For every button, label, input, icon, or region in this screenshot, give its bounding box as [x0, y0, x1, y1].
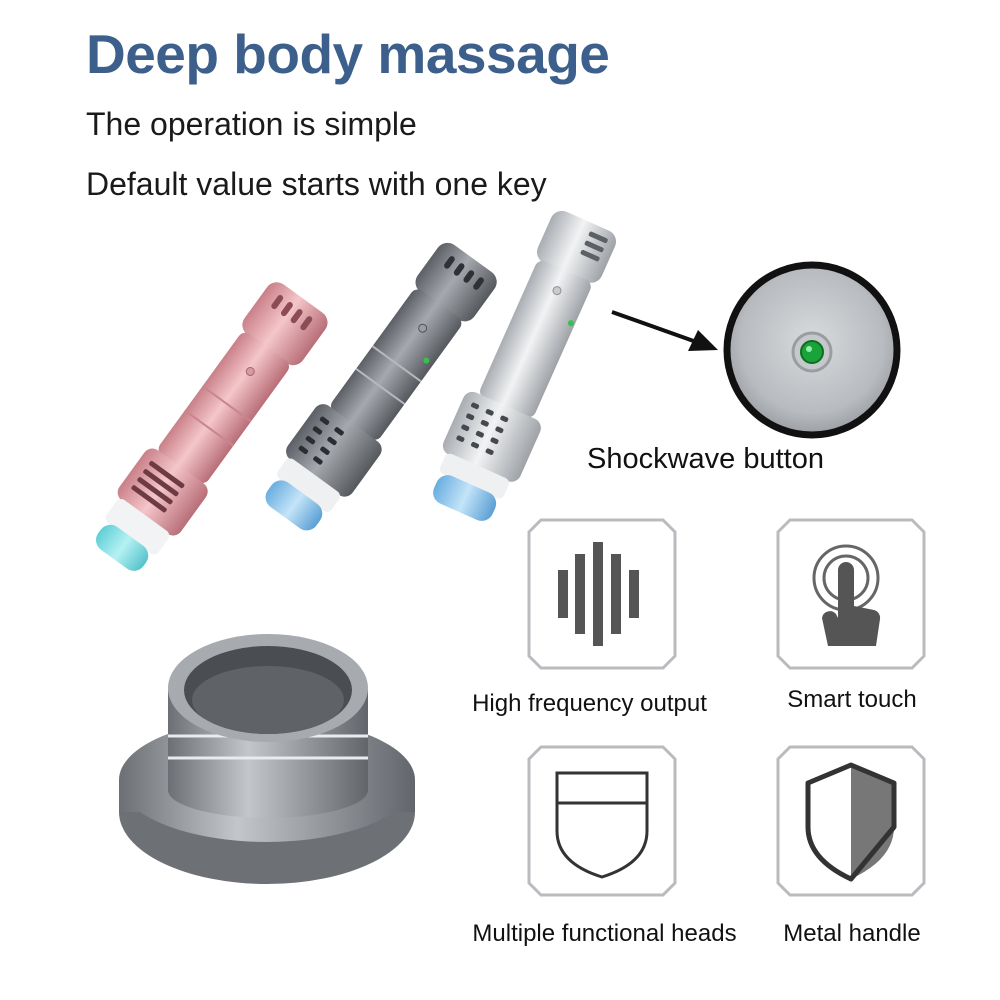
shockwave-button-zoom — [723, 261, 901, 439]
shield-half-icon — [776, 745, 926, 897]
feature-tile-functional-heads — [527, 745, 677, 897]
pink-handle — [96, 282, 328, 571]
handle-base — [119, 634, 415, 884]
shockwave-button-label: Shockwave button — [587, 443, 824, 475]
subtitle-operation: The operation is simple — [86, 106, 417, 142]
sound-wave-icon — [527, 518, 677, 670]
callout-arrow — [611, 310, 718, 351]
feature-label-functional-heads: Multiple functional heads — [472, 920, 737, 947]
shield-outline-icon — [527, 745, 677, 897]
touch-finger-icon — [776, 518, 926, 670]
feature-label-smart-touch: Smart touch — [787, 686, 917, 713]
gray-handle — [265, 242, 497, 531]
feature-label-high-frequency: High frequency output — [472, 690, 707, 717]
subtitle-default-value: Default value starts with one key — [86, 166, 547, 202]
feature-tile-smart-touch — [776, 518, 926, 670]
feature-tile-metal-handle — [776, 745, 926, 897]
feature-label-metal-handle: Metal handle — [783, 920, 921, 947]
silver-handle — [433, 210, 617, 521]
feature-tile-high-frequency — [527, 518, 677, 670]
page-title: Deep body massage — [86, 23, 610, 85]
